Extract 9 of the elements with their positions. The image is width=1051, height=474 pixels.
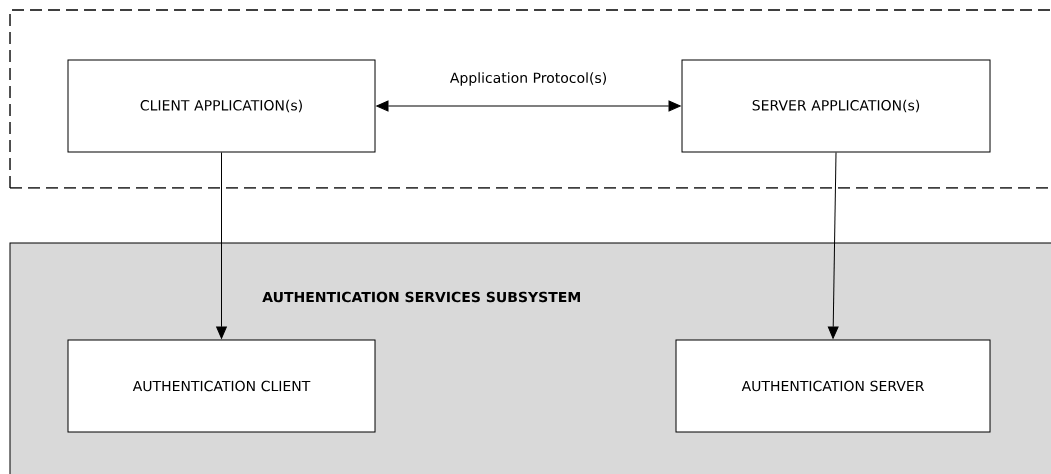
arrow	[216, 152, 227, 339]
process-box: AUTHENTICATION SERVER	[675, 339, 991, 433]
dashed-boundary	[9, 9, 1051, 189]
process-box: AUTHENTICATION CLIENT	[67, 339, 376, 433]
process-box: SERVER APPLICATION(s)	[681, 59, 991, 153]
arrow	[376, 100, 681, 112]
arrow	[827, 152, 839, 339]
edge-label: Application Protocol(s)	[447, 70, 610, 88]
process-box: CLIENT APPLICATION(s)	[67, 59, 376, 153]
